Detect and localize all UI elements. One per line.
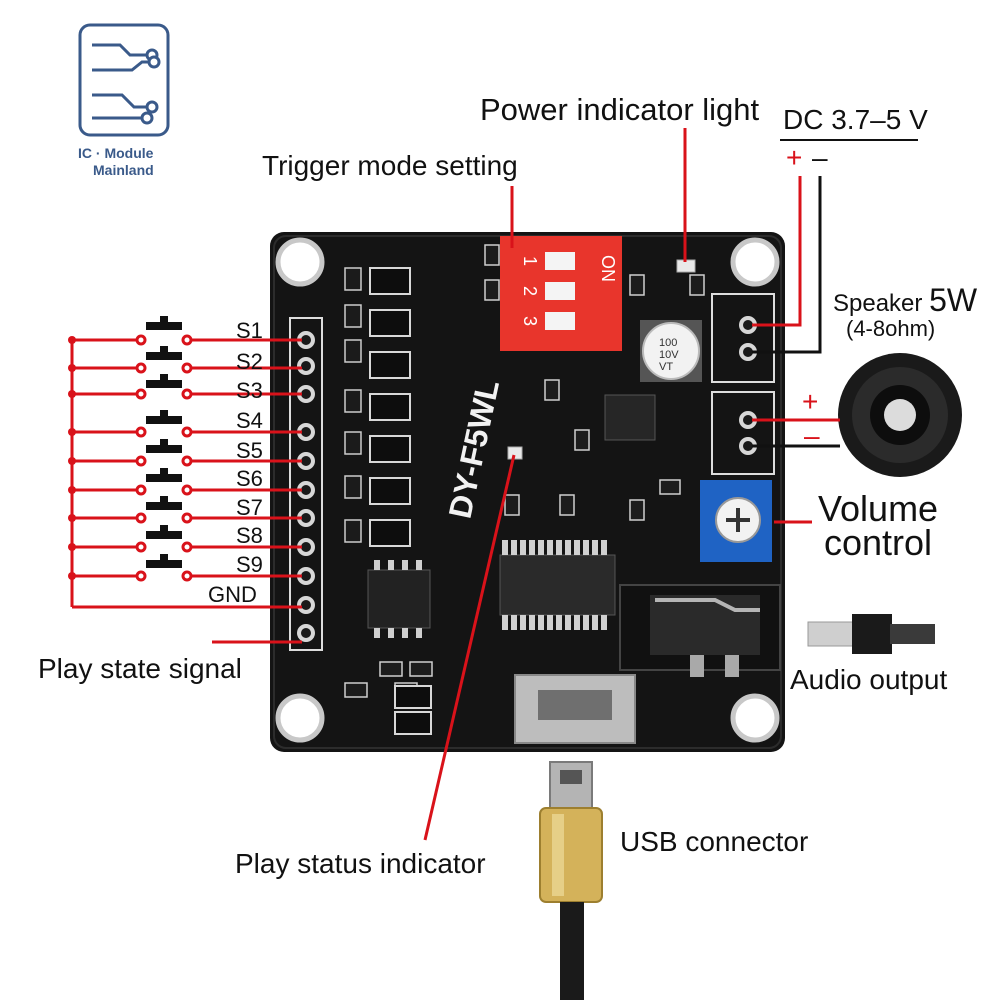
button-wiring <box>70 338 302 609</box>
speaker-power: 5W <box>929 282 978 318</box>
pin-label-s4: S4 <box>236 408 263 433</box>
dip-num-1: 1 <box>520 256 540 266</box>
trigger-mode-label: Trigger mode setting <box>262 150 518 181</box>
pin-label-s9: S9 <box>236 552 263 577</box>
dip-num-3: 3 <box>520 316 540 326</box>
speaker-name: Speaker <box>833 290 923 317</box>
pin-label-s6: S6 <box>236 466 263 491</box>
dc-minus-label: – <box>812 142 828 173</box>
power-indicator-label: Power indicator light <box>480 92 760 127</box>
brand-logo <box>78 23 170 137</box>
brand-line-1: IC · Module <box>78 145 154 161</box>
pin-label-s8: S8 <box>236 523 263 548</box>
dc-plus-label: + <box>786 142 803 173</box>
audio-output-label: Audio output <box>790 664 948 695</box>
audio-plug <box>807 614 935 654</box>
speaker-minus-label: – <box>804 420 820 451</box>
speaker-impedance-label: (4-8ohm) <box>846 316 936 341</box>
dip-on-label: ON <box>598 255 618 282</box>
usb-cable <box>539 761 603 1000</box>
pin-label-s5: S5 <box>236 438 263 463</box>
volume-label-2: control <box>824 522 933 563</box>
dc-power-wires <box>752 139 918 354</box>
play-status-indicator-label: Play status indicator <box>235 848 486 879</box>
capacitor <box>640 320 702 382</box>
speaker <box>838 353 962 477</box>
pin-label-s2: S2 <box>236 349 263 374</box>
play-state-signal-label: Play state signal <box>38 653 242 684</box>
cap-text-3: VT <box>659 361 673 373</box>
speaker-wires <box>752 418 840 448</box>
volume-potentiometer <box>700 480 772 562</box>
push-buttons <box>68 316 193 582</box>
pin-label-s1: S1 <box>236 318 263 343</box>
speaker-label: Speaker 5W <box>833 282 977 319</box>
volume-label-1: Volume <box>818 488 939 529</box>
pin-label-s7: S7 <box>236 495 263 520</box>
speaker-plus-label: + <box>802 386 819 417</box>
pointer-lines <box>212 128 812 841</box>
cap-text-2: 10V <box>659 349 679 361</box>
micro-usb-port <box>514 674 636 744</box>
cap-text-1: 100 <box>659 337 677 349</box>
usb-connector-label: USB connector <box>620 826 809 857</box>
pin-label-s3: S3 <box>236 378 263 403</box>
audio-jack <box>619 584 781 677</box>
dip-switch <box>500 236 622 351</box>
dc-input-label: DC 3.7–5 V <box>783 104 928 135</box>
dip-num-2: 2 <box>520 286 540 296</box>
brand-line-2: Mainland <box>93 162 154 178</box>
pin-label-gnd: GND <box>208 582 257 607</box>
